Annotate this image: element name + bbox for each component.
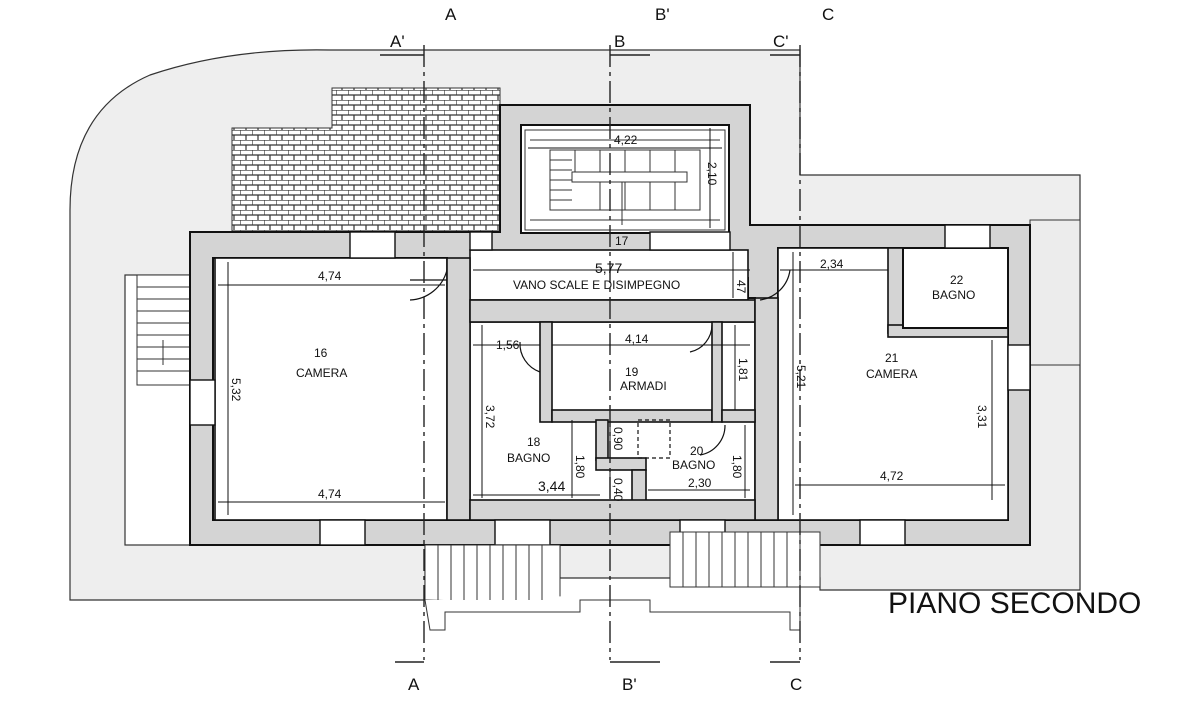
dim-4-74-top: 4,74: [318, 269, 342, 283]
dim-4-72: 4,72: [880, 469, 904, 483]
dim-2-30: 2,30: [688, 476, 712, 490]
room-21-name: CAMERA: [866, 367, 917, 381]
dim-5-32: 5,32: [229, 378, 243, 402]
section-labels: A B' C A' B C' A B' C: [390, 5, 834, 694]
section-label-a-bottom: A: [408, 675, 420, 694]
section-ticks: [380, 54, 800, 663]
drawing-title: PIANO SECONDO: [888, 587, 1141, 620]
windows: [189, 224, 1031, 546]
dim-1-80-b: 1,80: [730, 455, 744, 479]
dim-2-10: 2,10: [705, 162, 719, 186]
dim-4-14: 4,14: [625, 332, 649, 346]
room-18-number: 18: [527, 435, 541, 449]
dim-47: 47: [734, 280, 748, 294]
dim-5-77: 5,77: [595, 260, 622, 276]
room-17-number: 17: [615, 234, 629, 248]
section-label-c-top: C: [822, 5, 834, 24]
dim-3-72: 3,72: [483, 405, 497, 429]
dim-1-56: 1,56: [496, 338, 520, 352]
bottom-stair-treads: [437, 532, 801, 600]
bagno-22-box: [902, 247, 1009, 329]
room-20-number: 20: [690, 444, 704, 458]
room-22-number: 22: [950, 273, 964, 287]
room-17-name: VANO SCALE E DISIMPEGNO: [513, 278, 680, 292]
right-terrace-strip: [1029, 219, 1081, 366]
room-21-number: 21: [885, 351, 899, 365]
room-16-name: CAMERA: [296, 366, 347, 380]
section-label-c-prime: C': [773, 32, 789, 51]
room-16-number: 16: [314, 346, 328, 360]
dim-1-80-a: 1,80: [573, 455, 587, 479]
section-label-a-top: A: [445, 5, 457, 24]
dim-3-31: 3,31: [975, 405, 989, 429]
dim-4-74-bottom: 4,74: [318, 487, 342, 501]
partitions: [446, 247, 1009, 521]
section-label-b: B: [614, 32, 625, 51]
section-label-a-prime: A': [390, 32, 405, 51]
bottom-stairs: [424, 531, 821, 631]
door-swings: [409, 269, 791, 459]
room-18-name: BAGNO: [507, 451, 550, 465]
dim-3-44: 3,44: [538, 478, 565, 494]
room-19-number: 19: [625, 365, 639, 379]
room-labels: 16 CAMERA 17 VANO SCALE E DISIMPEGNO 18 …: [296, 234, 975, 472]
left-stair: [136, 274, 191, 386]
room-19-name: ARMADI: [620, 379, 667, 393]
dim-2-34: 2,34: [820, 257, 844, 271]
dim-5-21: 5,21: [794, 365, 808, 389]
dimension-labels: 4,22 2,10 4,74 4,74 5,32 5,77 47 1,56 4,…: [229, 133, 989, 502]
dim-0-40: 0,40: [611, 478, 625, 502]
section-label-b-prime-bottom: B': [622, 675, 637, 694]
room-20-name: BAGNO: [672, 458, 715, 472]
dimension-lines: [218, 128, 1005, 515]
dim-1-81: 1,81: [736, 358, 750, 382]
section-label-c-bottom: C: [790, 675, 802, 694]
dim-4-22: 4,22: [614, 133, 638, 147]
internal-stair: [524, 129, 726, 231]
dim-0-90: 0,90: [611, 427, 625, 451]
room-22-name: BAGNO: [932, 288, 975, 302]
section-label-b-prime-top: B': [655, 5, 670, 24]
